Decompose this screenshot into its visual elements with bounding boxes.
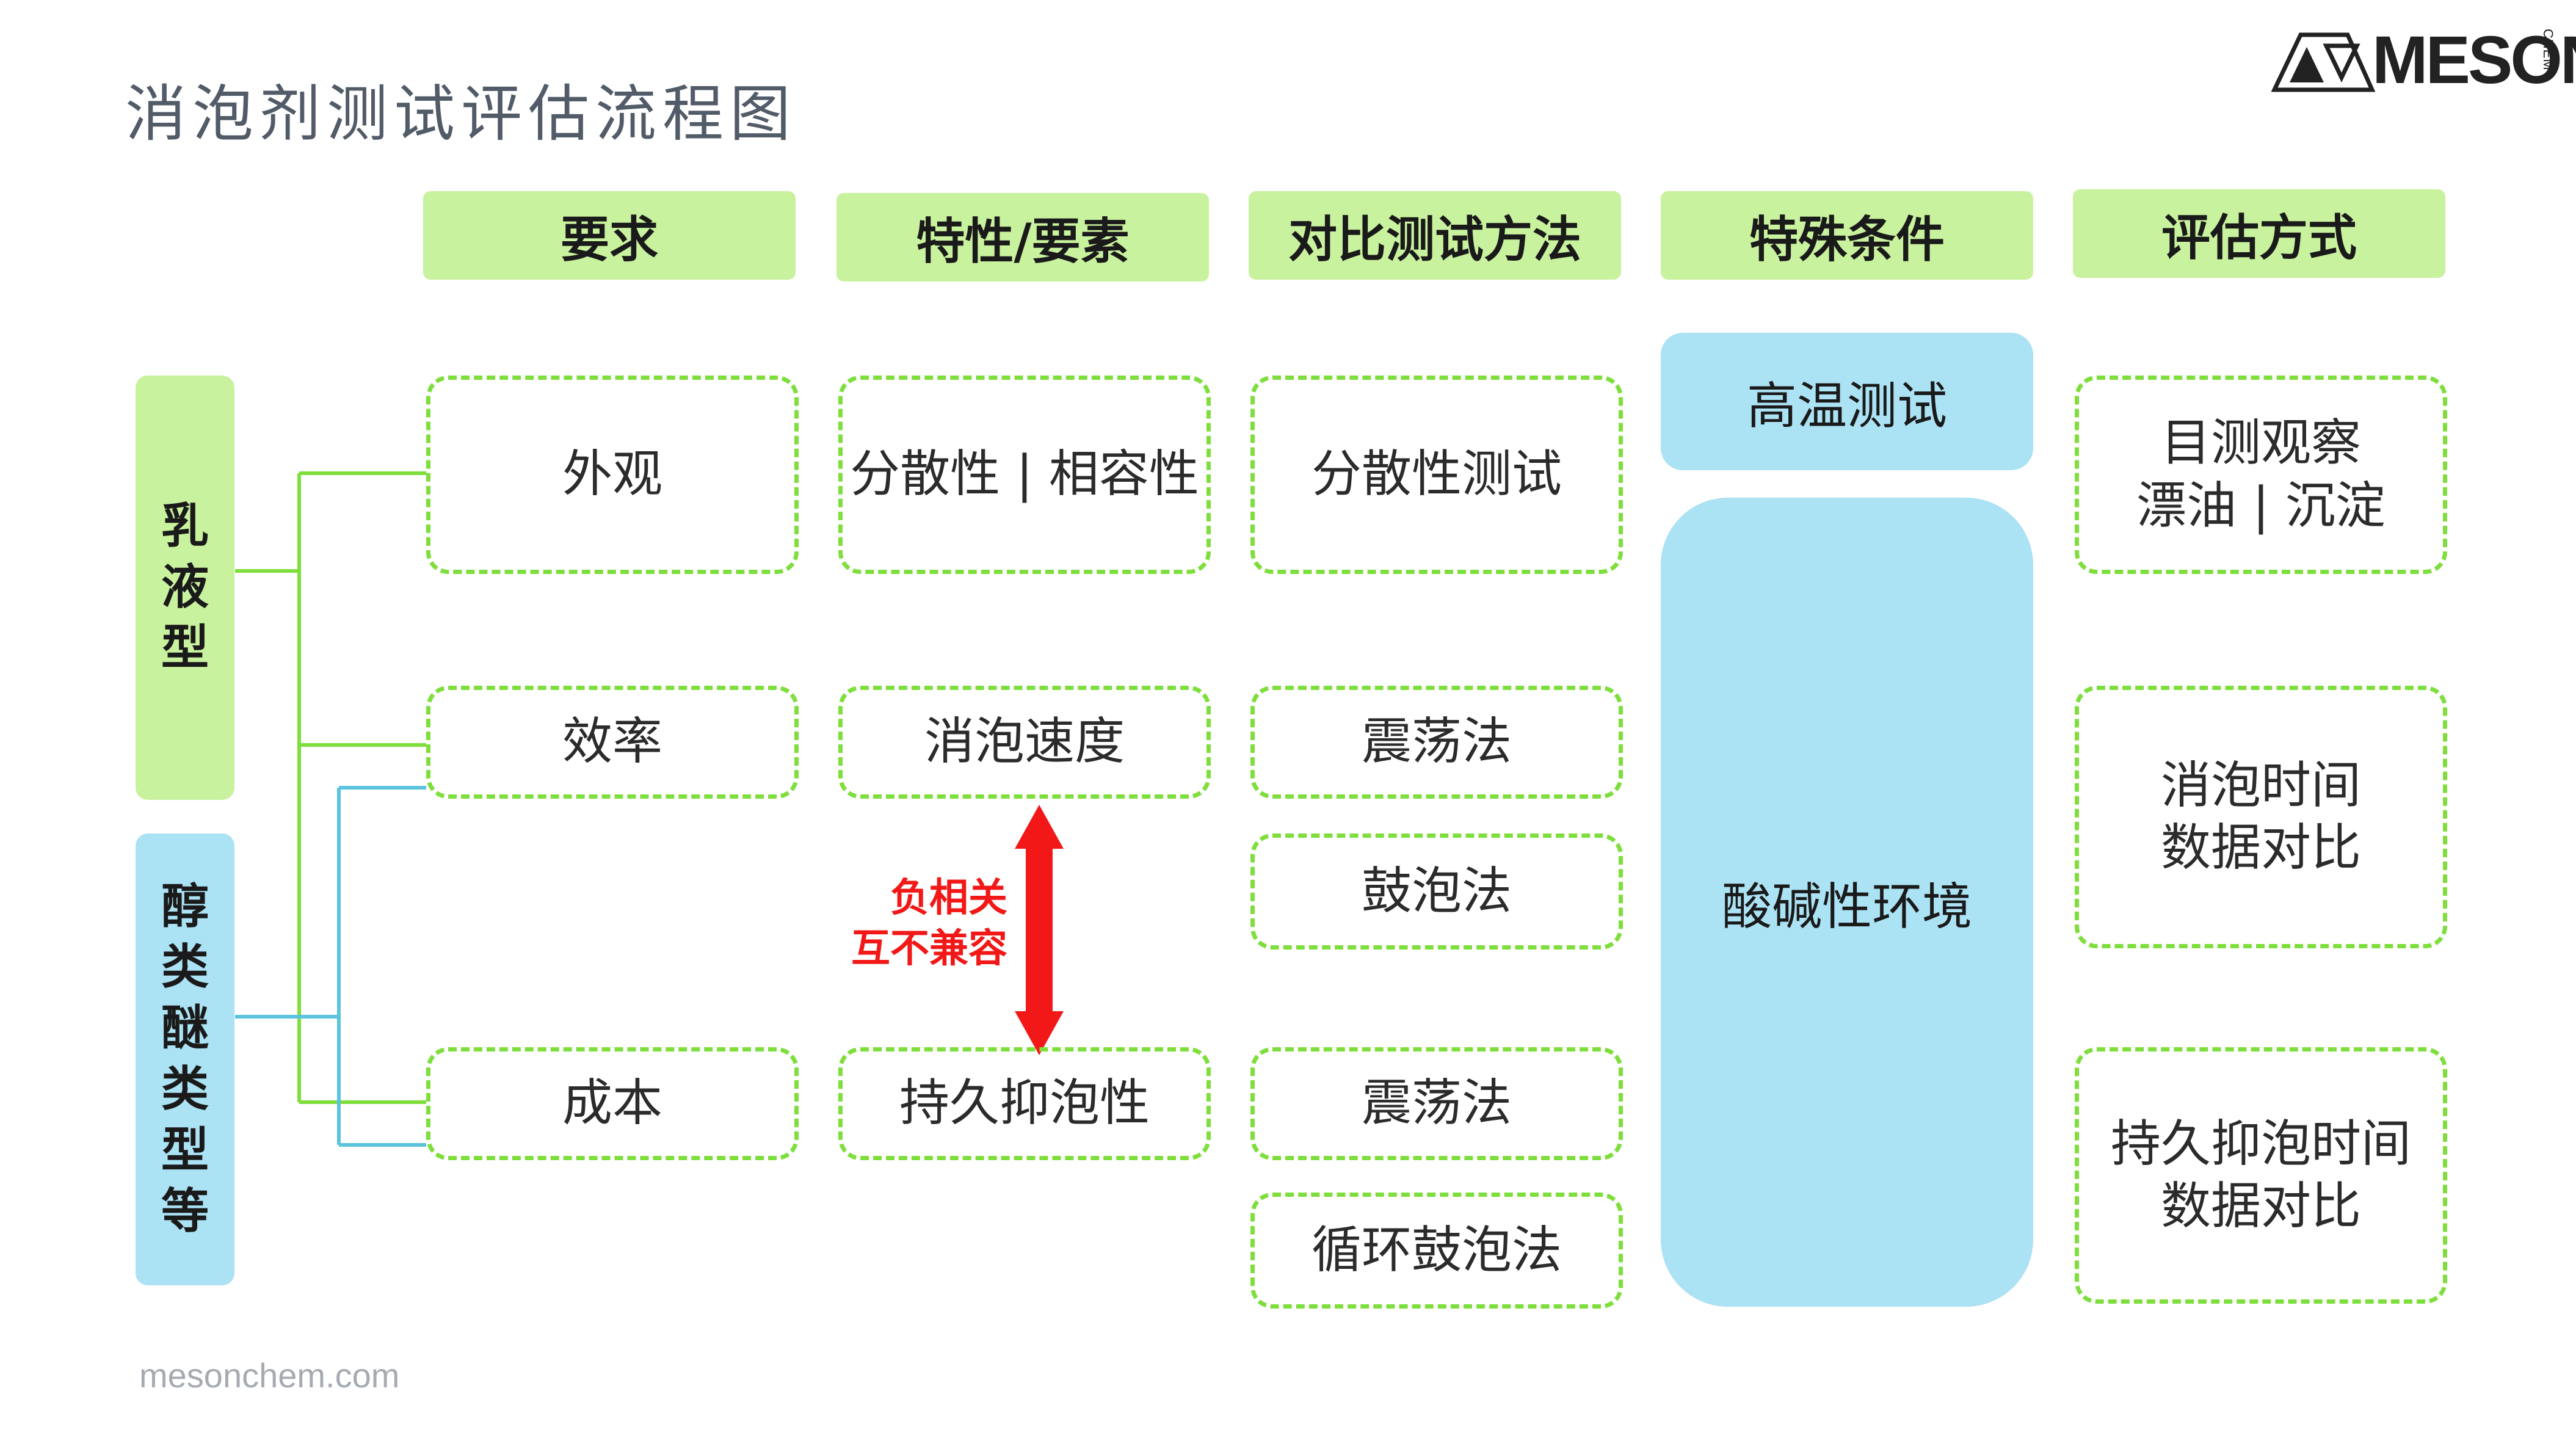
evaluation-defoaming-line1: 消泡时间 [2160, 756, 2361, 815]
condition-acid-alkali: 酸碱性环境 [1661, 498, 2033, 1307]
method-dispersion-test: 分散性测试 [1250, 376, 1623, 574]
method-bubbling: 鼓泡法 [1250, 833, 1623, 950]
evaluation-suppression-line2: 数据对比 [2160, 1177, 2361, 1235]
method-shaking-1: 震荡法 [1250, 686, 1623, 799]
evaluation-defoaming-time: 消泡时间 数据对比 [2075, 686, 2447, 948]
evaluation-suppression-time: 持久抑泡时间 数据对比 [2075, 1047, 2447, 1304]
relation-incompatible: 互不兼容 [851, 926, 1007, 972]
relation-negative-correlation: 负相关 [890, 876, 1007, 921]
alcohol-char-6: 等 [161, 1183, 209, 1239]
alcohol-char-3: 醚 [161, 1001, 209, 1056]
logo-subtext: CHEM [2541, 29, 2556, 71]
evaluation-defoaming-line2: 数据对比 [2160, 819, 2361, 877]
header-evaluation: 评估方式 [2073, 189, 2445, 278]
property-persistent-foam-suppression: 持久抑泡性 [838, 1047, 1211, 1160]
footer-url: mesonchem.com [139, 1356, 400, 1395]
negative-correlation-arrow-icon [1015, 805, 1064, 1055]
method-cyclic-bubbling: 循环鼓泡法 [1250, 1193, 1623, 1309]
requirement-efficiency: 效率 [426, 686, 799, 799]
header-test-methods: 对比测试方法 [1249, 191, 1621, 280]
property-dispersion-compatibility: 分散性 | 相容性 [838, 376, 1211, 574]
header-properties: 特性/要素 [836, 193, 1209, 281]
emulsion-type-box: 乳 液 型 [136, 376, 234, 800]
property-defoaming-speed: 消泡速度 [838, 686, 1211, 799]
method-shaking-2: 震荡法 [1250, 1047, 1623, 1160]
requirement-appearance: 外观 [426, 376, 799, 574]
emulsion-char-1: 乳 [161, 498, 209, 554]
meson-logo: MESON CHEM [2271, 21, 2576, 101]
evaluation-visual-line1: 目测观察 [2160, 414, 2361, 472]
alcohol-char-4: 类 [161, 1062, 209, 1117]
emulsion-char-2: 液 [161, 559, 209, 615]
relation-label: 负相关 互不兼容 [818, 873, 1007, 975]
evaluation-suppression-line1: 持久抑泡时间 [2110, 1114, 2411, 1173]
emulsion-char-3: 型 [161, 620, 209, 676]
evaluation-visual-line2: 漂油 | 沉淀 [2136, 476, 2386, 535]
alcohol-char-5: 型 [161, 1122, 209, 1178]
logo-mark-icon [2271, 32, 2375, 92]
requirement-cost: 成本 [426, 1047, 799, 1160]
header-requirements: 要求 [423, 191, 796, 280]
alcohol-char-2: 类 [161, 940, 209, 995]
logo-text: MESON [2372, 23, 2576, 98]
page-title: 消泡剂测试评估流程图 [125, 78, 797, 150]
alcohol-char-1: 醇 [161, 879, 209, 934]
alcohol-ether-type-box: 醇 类 醚 类 型 等 [136, 833, 234, 1285]
condition-high-temperature: 高温测试 [1661, 333, 2033, 470]
header-special-conditions: 特殊条件 [1661, 191, 2033, 280]
evaluation-visual-observation: 目测观察 漂油 | 沉淀 [2075, 376, 2447, 574]
